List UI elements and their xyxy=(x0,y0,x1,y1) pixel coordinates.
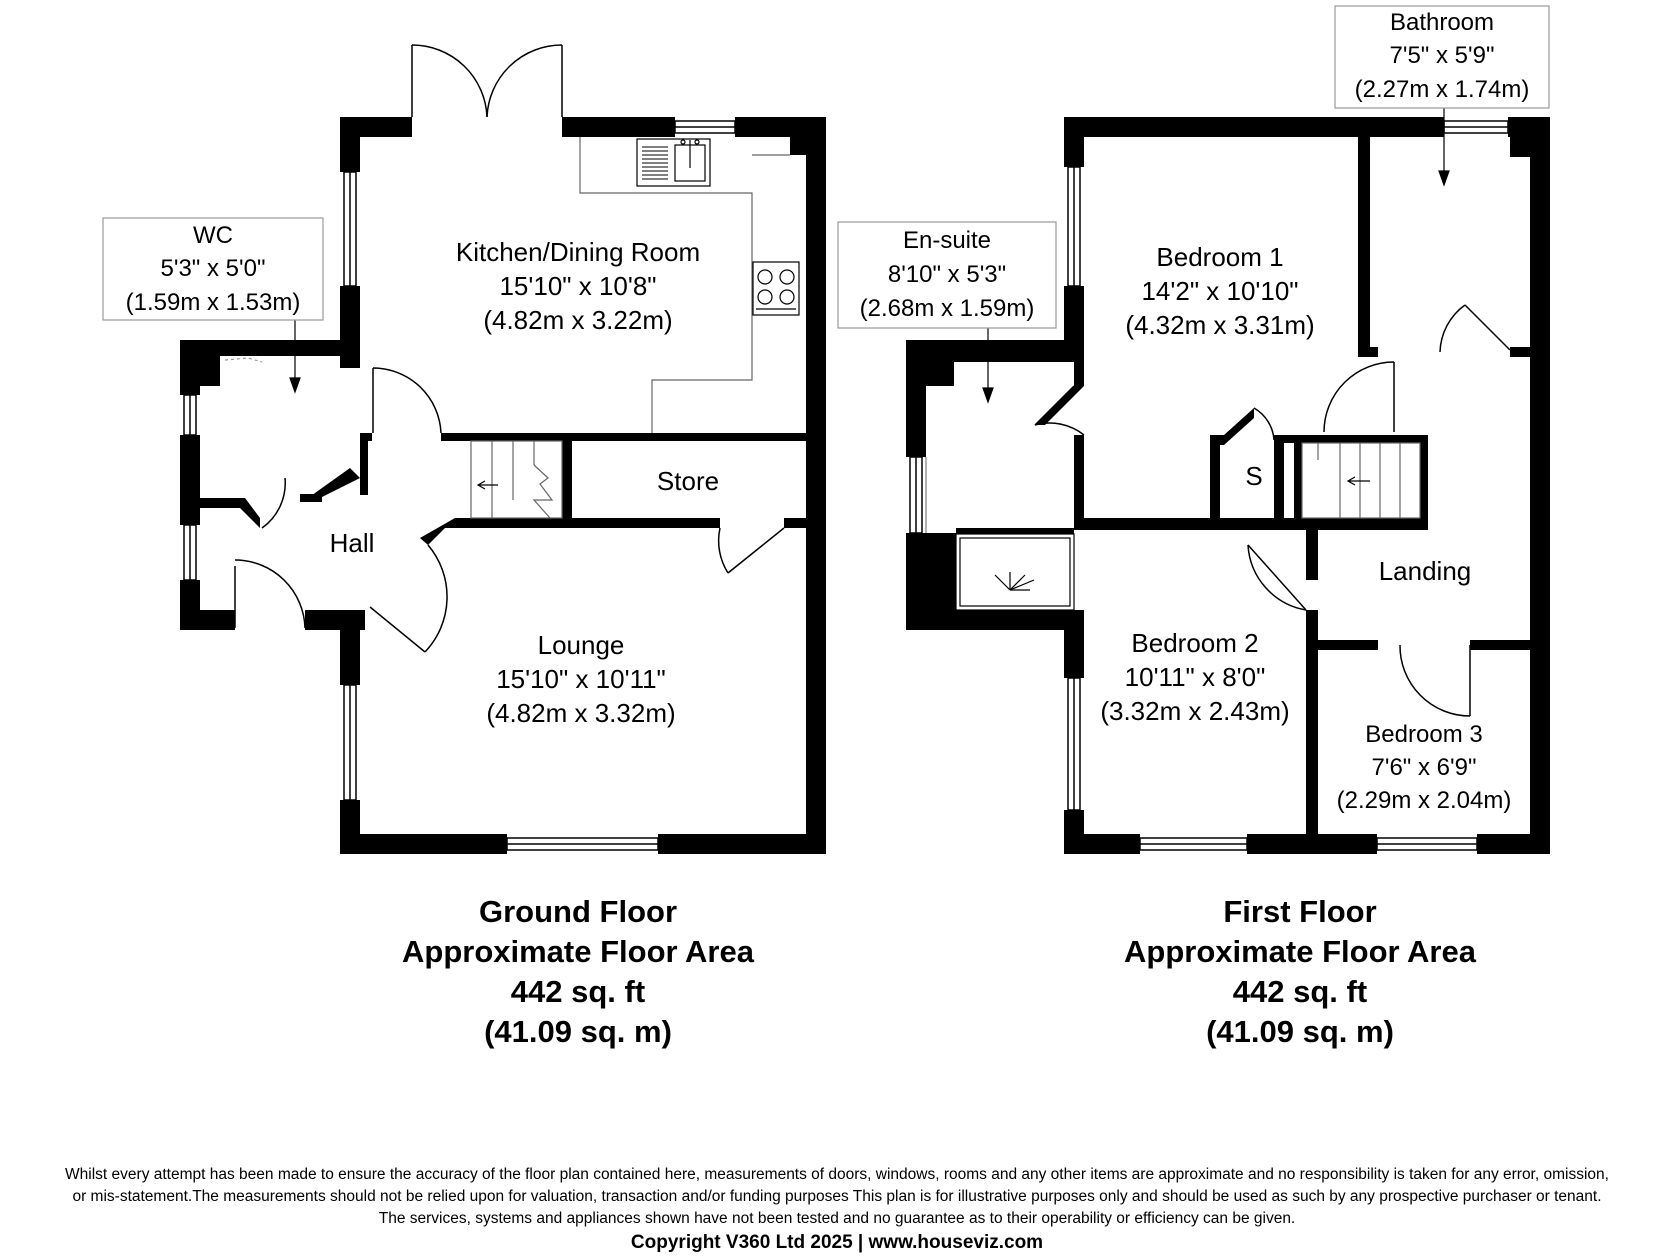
disclaimer-line-2: or mis-statement.The measurements should… xyxy=(72,1188,1602,1205)
ground-floor-windows xyxy=(183,120,736,851)
first-floor-area-sqft: 442 sq. ft xyxy=(1232,974,1368,1009)
hall-label: Hall xyxy=(330,528,375,558)
copyright: Copyright V360 Ltd 2025 | www.houseviz.c… xyxy=(630,1232,1044,1253)
bathroom-metric: (2.27m x 1.74m) xyxy=(1355,76,1530,103)
wc-imperial: 5'3" x 5'0" xyxy=(161,255,266,282)
bedroom1-imperial: 14'2" x 10'10" xyxy=(1141,276,1298,306)
first-floor-plan: Bathroom 7'5" x 5'9" (2.27m x 1.74m) En-… xyxy=(837,5,1550,854)
kitchen-label: Kitchen/Dining Room xyxy=(456,237,700,267)
kitchen-metric: (4.82m x 3.22m) xyxy=(483,305,672,335)
ground-floor-area-sqm: (41.09 sq. m) xyxy=(484,1014,672,1049)
first-floor-stairs xyxy=(1301,442,1421,519)
disclaimer-line-1: Whilst every attempt has been made to en… xyxy=(65,1166,1609,1183)
wc-label-box xyxy=(102,217,324,321)
bathroom-label-box xyxy=(1334,5,1550,109)
bedroom1-label: Bedroom 1 xyxy=(1156,242,1283,272)
lounge-imperial: 15'10" x 10'11" xyxy=(496,664,666,694)
ensuite-metric: (2.68m x 1.59m) xyxy=(860,295,1035,322)
ensuite-imperial: 8'10" x 5'3" xyxy=(888,261,1006,288)
first-floor-walls xyxy=(906,117,1550,854)
ground-floor-subtitle: Approximate Floor Area xyxy=(402,934,754,969)
wc-label: WC xyxy=(193,222,233,249)
bathroom-pointer xyxy=(1438,108,1450,187)
disclaimer-line-3: The services, systems and appliances sho… xyxy=(378,1210,1296,1227)
bedroom1-metric: (4.32m x 3.31m) xyxy=(1125,310,1314,340)
kitchen-imperial: 15'10" x 10'8" xyxy=(499,271,656,301)
ground-floor-summary: Ground Floor Approximate Floor Area 442 … xyxy=(318,892,838,1052)
bedroom3-label: Bedroom 3 xyxy=(1365,721,1482,748)
first-floor-windows xyxy=(909,120,1509,851)
kitchen-worktops xyxy=(579,137,790,433)
ground-floor-area-sqft: 442 sq. ft xyxy=(510,974,646,1009)
bedroom3-imperial: 7'6" x 6'9" xyxy=(1372,754,1477,781)
store-label: Store xyxy=(657,466,719,496)
ground-floor-stairs xyxy=(470,440,563,519)
lounge-label: Lounge xyxy=(538,630,625,660)
first-floor-summary: First Floor Approximate Floor Area 442 s… xyxy=(1040,892,1560,1052)
bathroom-imperial: 7'5" x 5'9" xyxy=(1390,42,1495,69)
landing-label: Landing xyxy=(1379,556,1472,586)
bathroom-label: Bathroom xyxy=(1390,9,1494,36)
hob-icon xyxy=(752,261,800,316)
shower-tray-icon xyxy=(955,533,1075,611)
bedroom3-metric: (2.29m x 2.04m) xyxy=(1337,787,1512,814)
ensuite-pointer xyxy=(982,328,994,404)
sink-icon xyxy=(636,138,711,187)
ensuite-label: En-suite xyxy=(903,227,991,254)
bedroom2-imperial: 10'11" x 8'0" xyxy=(1125,662,1266,692)
first-floor-internal-walls xyxy=(956,137,1530,834)
lounge-metric: (4.82m x 3.32m) xyxy=(486,698,675,728)
ground-floor-title: Ground Floor xyxy=(478,894,678,929)
first-floor-subtitle: Approximate Floor Area xyxy=(1124,934,1476,969)
cupboard-s-label: S xyxy=(1245,461,1262,491)
ground-floor-walls xyxy=(180,117,826,854)
disclaimer: Whilst every attempt has been made to en… xyxy=(0,1164,1674,1230)
ensuite-label-box xyxy=(837,221,1057,329)
first-floor-title: First Floor xyxy=(1223,894,1377,929)
ground-floor-internal-walls xyxy=(200,433,806,545)
first-floor-doors xyxy=(1034,304,1511,717)
bedroom2-metric: (3.32m x 2.43m) xyxy=(1100,696,1289,726)
ground-floor-doors xyxy=(234,44,785,653)
wc-metric: (1.59m x 1.53m) xyxy=(126,289,301,316)
ground-floor-plan: WC 5'3" x 5'0" (1.59m x 1.53m) Kitchen/D… xyxy=(102,44,826,854)
bedroom2-label: Bedroom 2 xyxy=(1131,628,1258,658)
wc-pointer xyxy=(224,320,301,394)
first-floor-area-sqm: (41.09 sq. m) xyxy=(1206,1014,1394,1049)
